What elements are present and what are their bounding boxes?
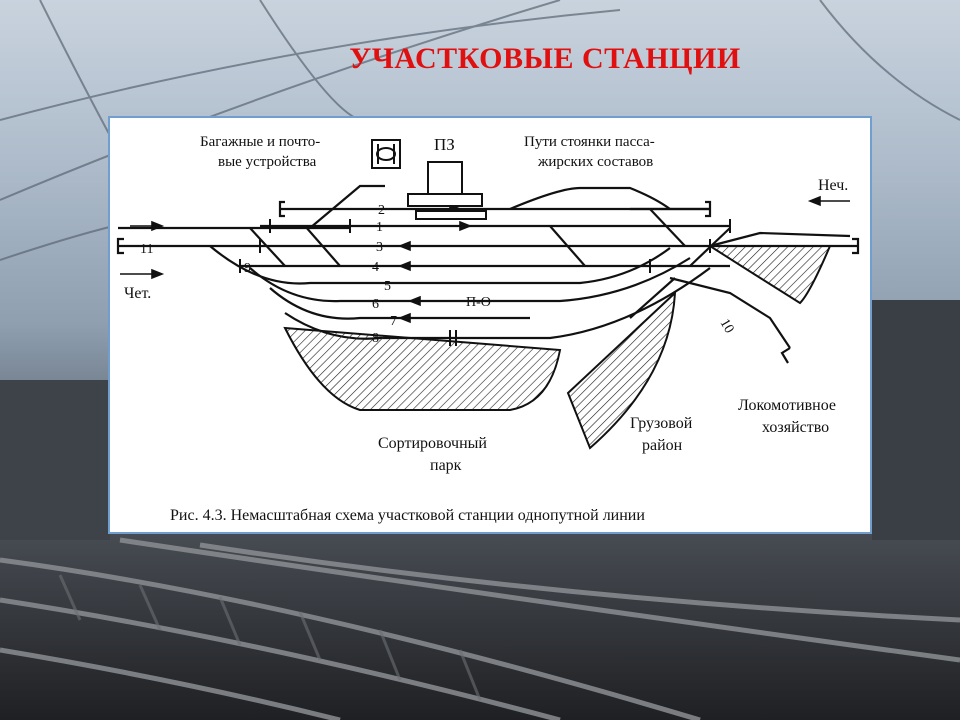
chet-direction-label: Чет. — [124, 285, 151, 302]
passenger-building-pz — [407, 161, 487, 220]
track-number-8: 8 — [372, 331, 379, 346]
baggage-label-line1: Багажные и почто- — [200, 134, 320, 150]
freight-area-hatched — [566, 290, 677, 450]
baggage-building-icon — [371, 139, 401, 169]
po-label: П-О — [466, 295, 491, 310]
track-number-6: 6 — [372, 297, 379, 312]
station-scheme-svg: Багажные и почто- вые устройства ПЗ Пути… — [116, 134, 860, 524]
rail-sleepers — [58, 574, 482, 701]
sorting-yard-label-line2: парк — [430, 457, 462, 474]
freight-area-label-line1: Грузовой — [630, 415, 693, 432]
station-diagram-figure: Багажные и почто- вые устройства ПЗ Пути… — [108, 116, 872, 534]
passenger-tracks-label-line2: жирских составов — [537, 154, 653, 170]
baggage-spur — [309, 184, 385, 229]
track-number-2: 2 — [378, 203, 385, 218]
passenger-tracks-label-line1: Пути стоянки пасса- — [524, 134, 655, 150]
nech-direction-label: Неч. — [818, 177, 848, 194]
track-number-1: 1 — [376, 220, 383, 235]
track-7 — [269, 287, 530, 320]
passenger-stabling-track — [509, 186, 671, 211]
track-number-7: 7 — [390, 314, 397, 329]
track-number-3: 3 — [376, 240, 383, 255]
slide-title: УЧАСТКОВЫЕ СТАНЦИИ — [349, 42, 741, 75]
track-10 — [669, 276, 791, 349]
baggage-label-line2: вые устройства — [218, 154, 317, 170]
pz-label: ПЗ — [434, 135, 455, 154]
track-main-right — [709, 231, 851, 248]
track-number-11: 11 — [140, 242, 153, 257]
track-number-4: 4 — [372, 260, 379, 275]
track-number-9: 9 — [244, 261, 251, 276]
locomotive-depot-hatched — [706, 245, 832, 305]
track-number-5: 5 — [384, 279, 391, 294]
track-5 — [209, 245, 671, 285]
freight-area-label-line2: район — [642, 437, 683, 454]
track-number-10: 10 — [717, 317, 737, 337]
figure-caption: Рис. 4.3. Немасштабная схема участковой … — [170, 507, 645, 524]
rail-tracks — [0, 537, 960, 720]
sorting-yard-hatched-area — [283, 326, 562, 411]
sorting-yard-label-line1: Сортировочный — [378, 435, 487, 452]
track-6 — [249, 257, 691, 303]
locomotive-depot-label-line2: хозяйство — [762, 419, 829, 436]
locomotive-depot-label-line1: Локомотивное — [738, 397, 836, 414]
